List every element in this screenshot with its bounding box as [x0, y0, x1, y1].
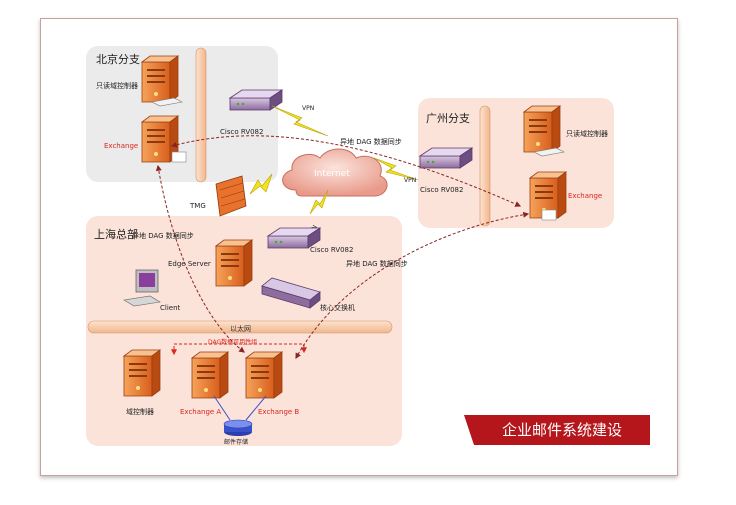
- beijing-rodc-label: 只读域控制器: [96, 81, 138, 90]
- beijing-title: 北京分支: [96, 52, 140, 66]
- beijing-exchange-label: Exchange: [104, 142, 138, 150]
- mail-storage-icon: [223, 419, 253, 436]
- dag-sync-gz-sh: [295, 211, 530, 360]
- vpn-bolt-icon: [271, 105, 329, 137]
- guangzhou-title: 广州分支: [426, 112, 470, 125]
- title-banner: 企业邮件系统建设: [464, 415, 650, 445]
- shanghai-title: 上海总部: [94, 227, 138, 241]
- vpn-label-2: VPN: [404, 177, 416, 184]
- domain-controller-server-icon: [123, 349, 161, 397]
- guangzhou-lan-pipe: [479, 105, 491, 227]
- dag-sync-label-3: 异地 DAG 数据同步: [346, 259, 408, 268]
- dag-sync-label-2: 异地 DAG 数据同步: [132, 231, 194, 240]
- client-label: Client: [160, 304, 181, 312]
- dag-sync-label-1: 异地 DAG 数据同步: [340, 137, 402, 146]
- core-switch-label: 核心交换机: [320, 303, 355, 312]
- beijing-router-label: Cisco RV082: [220, 128, 263, 136]
- exchange-b-server-icon: [245, 351, 283, 399]
- exchange-a-label: Exchange A: [180, 408, 221, 416]
- client-pc-icon: [123, 269, 161, 307]
- dag-availability-label: DAG数据可用性组: [208, 338, 257, 346]
- edge-server-label: Edge Server: [168, 260, 211, 268]
- internet-label: Internet: [314, 169, 350, 179]
- guangzhou-router-icon: [419, 147, 473, 169]
- shanghai-router-label: Cisco RV082: [310, 246, 353, 254]
- exchange-b-label: Exchange B: [258, 408, 299, 416]
- tmg-label: TMG: [189, 202, 206, 210]
- dag-sync-bj-gz: [170, 135, 522, 207]
- domain-controller-label: 域控制器: [126, 407, 154, 416]
- vpn-label-1: VPN: [302, 105, 314, 112]
- mail-storage-label: 邮件存储: [224, 438, 248, 446]
- exchange-a-server-icon: [191, 351, 229, 399]
- guangzhou-exchange-label: Exchange: [568, 192, 602, 200]
- ethernet-label: 以太网: [230, 324, 251, 333]
- dag-sync-bj-sh: [155, 164, 245, 353]
- guangzhou-router-label: Cisco RV082: [420, 186, 463, 194]
- edge-server-icon: [215, 239, 253, 287]
- shanghai-router-icon: [267, 227, 321, 249]
- guangzhou-exchange-server-icon: [529, 171, 567, 221]
- storage-link: [213, 395, 267, 421]
- beijing-lan-pipe: [195, 47, 207, 183]
- network-diagram: 北京分支 广州分支 上海总部 以太网 只读域控制器 Exchange Cisco…: [86, 46, 614, 446]
- guangzhou-rodc-label: 只读域控制器: [566, 129, 608, 138]
